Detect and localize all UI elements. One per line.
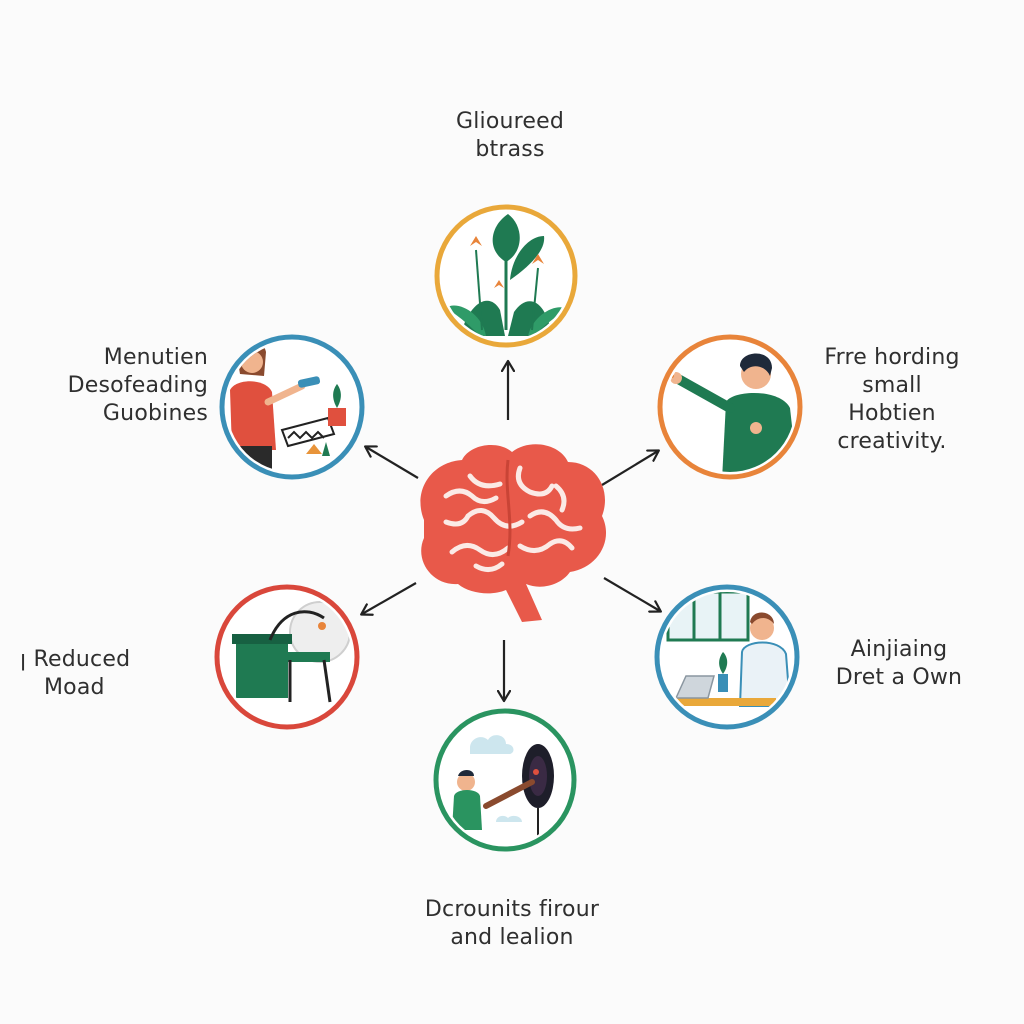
arrow-to-right-bottom xyxy=(603,577,660,611)
label-left-bottom: ꞁ Reduced Moad xyxy=(20,646,180,702)
label-line: Ainjiaing xyxy=(850,637,948,662)
label-line: ꞁ Reduced xyxy=(20,647,131,672)
telescope-icon xyxy=(452,735,554,842)
label-left-top: Menutien Desofeading Guobines xyxy=(20,344,208,428)
arrow-to-left-top xyxy=(366,447,419,479)
node-bottom xyxy=(433,708,577,852)
label-line: btrass xyxy=(475,137,545,162)
label-line: Glioureed xyxy=(455,109,565,134)
label-line: Desofeading xyxy=(67,373,208,398)
label-line: Menutien xyxy=(103,345,208,370)
label-line: creativity. xyxy=(837,429,947,454)
node-left-top xyxy=(219,334,365,480)
label-line: Moad xyxy=(44,675,105,700)
node-top xyxy=(434,204,578,348)
label-line: small xyxy=(862,373,922,398)
node-right-top xyxy=(657,334,803,480)
plant-icon xyxy=(446,214,568,336)
label-right-bottom: Ainjiaing Dret a Own xyxy=(824,636,974,692)
arrow-to-left-bottom xyxy=(362,582,417,614)
machine-icon xyxy=(232,601,351,703)
arrow-to-right-top xyxy=(601,451,658,486)
office-worker-icon xyxy=(666,592,792,707)
label-line: Hobtien xyxy=(848,401,936,426)
node-right-bottom xyxy=(654,584,800,730)
label-line: and lealion xyxy=(450,925,574,950)
label-line: Frre hording xyxy=(824,345,960,370)
arrows xyxy=(362,362,660,700)
label-line: Guobines xyxy=(102,401,208,426)
label-right-top: Frre hording small Hobtien creativity. xyxy=(812,344,972,456)
label-line: Dcrounits firour xyxy=(424,897,600,922)
brain-icon xyxy=(420,444,607,622)
label-line: Dret a Own xyxy=(835,665,963,690)
label-bottom: Dcrounits firour and lealion xyxy=(370,896,654,952)
label-top: Glioureed btrass xyxy=(380,108,640,164)
node-left-bottom xyxy=(214,584,360,730)
